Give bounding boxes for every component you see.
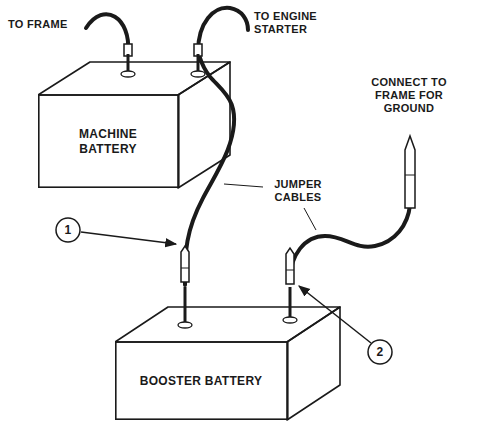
callout-circle [56, 218, 80, 242]
ground-cable [290, 205, 410, 280]
leader-line [224, 184, 263, 187]
battery-box: BOOSTER BATTERY [115, 285, 343, 422]
battery-terminal [121, 54, 135, 77]
callout-number: 2 [371, 344, 389, 360]
part-label: TO ENGINE STARTER [254, 10, 328, 36]
battery-name: BOOSTER BATTERY [140, 374, 263, 389]
battery-front [116, 342, 288, 419]
jumper-clamp [286, 248, 294, 284]
callout-arrow [81, 232, 176, 244]
terminal-base [178, 322, 192, 328]
battery-front [39, 95, 179, 187]
battery-face [178, 62, 230, 188]
part-label: TO FRAME [8, 18, 88, 31]
callout-circle [368, 340, 392, 364]
callout-number: 1 [59, 222, 77, 238]
battery-outline [38, 52, 233, 190]
battery-label-area: MACHINE BATTERY [38, 95, 178, 188]
battery-terminal [283, 287, 297, 323]
leader-line [304, 208, 316, 230]
clamp-detail [181, 268, 189, 269]
battery-face [38, 62, 230, 95]
terminal-base [283, 317, 297, 323]
part-label: CONNECT TO FRAME FOR GROUND [368, 76, 450, 115]
battery-terminal [178, 287, 192, 328]
terminal-base [121, 71, 135, 77]
terminal-post [184, 287, 187, 325]
frame-clamp [405, 136, 415, 208]
battery-name: MACHINE BATTERY [53, 127, 163, 157]
terminal-post [289, 287, 292, 320]
battery-box: MACHINE BATTERY [38, 52, 233, 190]
part-label: JUMPER CABLES [266, 178, 330, 204]
terminal-base [191, 71, 205, 77]
callout-arrow [299, 286, 371, 343]
starter-cable [198, 8, 248, 52]
clamp-detail [286, 270, 294, 271]
battery-face [287, 307, 340, 420]
battery-outline [115, 285, 343, 422]
battery-face [115, 307, 340, 342]
battery-label-area: BOOSTER BATTERY [115, 342, 287, 420]
clamp-detail [405, 175, 415, 176]
frame-cable [86, 14, 128, 52]
battery-terminal [191, 54, 205, 77]
jumper-clamp [181, 246, 189, 282]
